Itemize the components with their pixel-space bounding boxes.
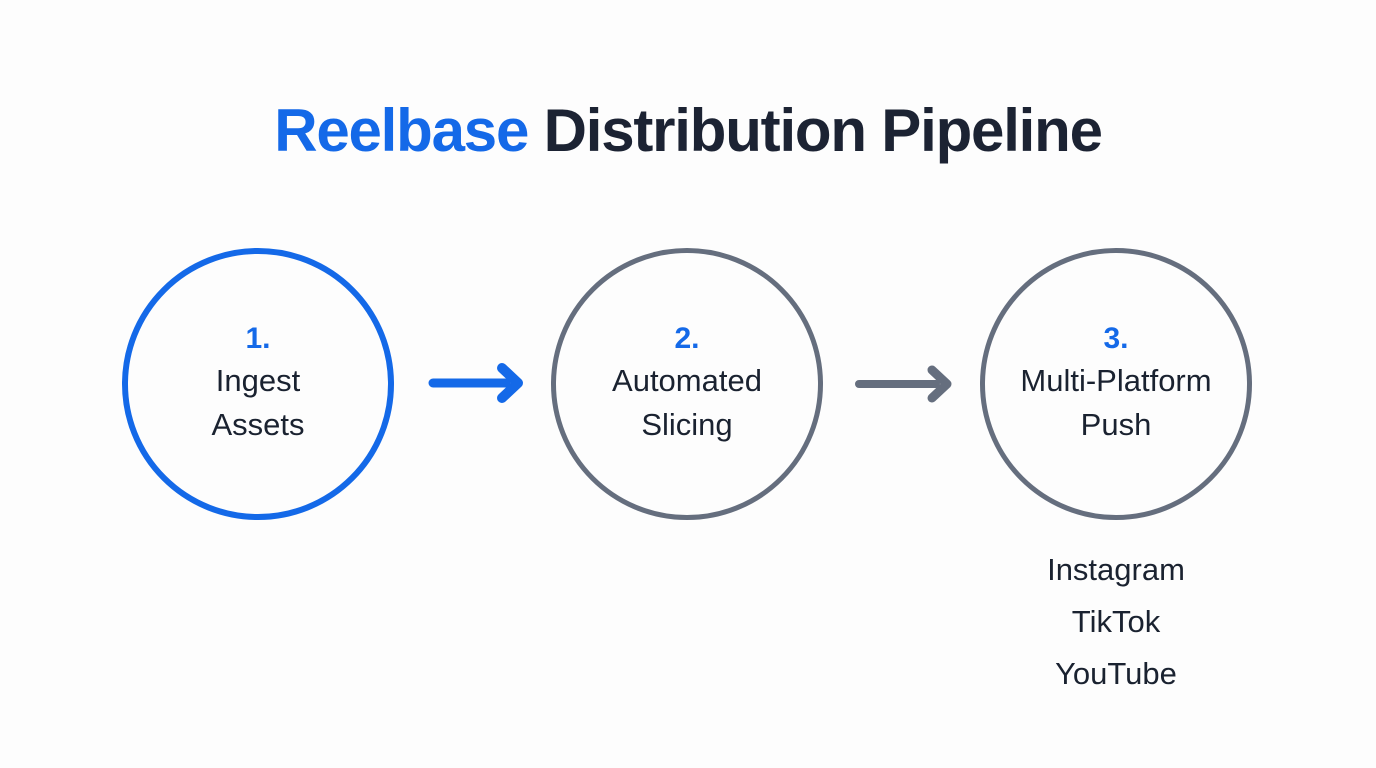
platform-item-youtube: YouTube	[1055, 656, 1177, 691]
stage-2-number: 2.	[674, 322, 700, 356]
page-title: Reelbase Distribution Pipeline	[0, 98, 1376, 164]
stage-1-label-line1: Ingest	[215, 362, 301, 398]
pipeline-stage-2[interactable]: 2. Automated Slicing	[551, 248, 823, 520]
stage-2-label-line1: Automated	[612, 362, 762, 398]
stage-3-label-line1: Multi-Platform	[1020, 362, 1212, 398]
stage-3-label-line2: Push	[1080, 406, 1152, 442]
pipeline-stage-1[interactable]: 1. Ingest Assets	[122, 248, 394, 520]
platform-item-instagram: Instagram	[1047, 552, 1185, 587]
stage-3-number: 3.	[1103, 322, 1129, 356]
stage-2-label-line2: Slicing	[641, 406, 733, 442]
title-brand: Reelbase	[274, 97, 529, 164]
platform-item-tiktok: TikTok	[1071, 604, 1161, 639]
arrow-stage-1-to-2-icon	[428, 362, 528, 409]
title-rest: Distribution Pipeline	[528, 97, 1103, 164]
arrow-stage-2-to-3-icon	[854, 364, 958, 409]
stage-1-number: 1.	[245, 322, 271, 356]
stage-1-label-line2: Assets	[211, 406, 305, 442]
pipeline-stage-3[interactable]: 3. Multi-Platform Push	[980, 248, 1252, 520]
platform-list: Instagram TikTok YouTube	[956, 544, 1276, 700]
